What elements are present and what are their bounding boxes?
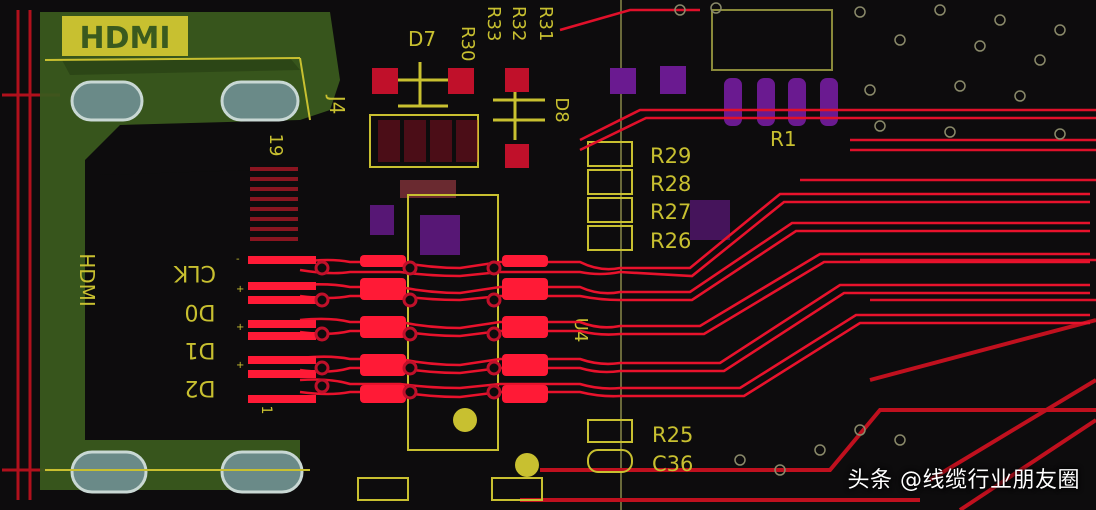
watermark: 头条 @线缆行业朋友圈: [847, 468, 1080, 493]
pair-label-d0: D0: [185, 299, 216, 324]
ic-pin1-marker: [453, 408, 477, 432]
pin-number-top: 19: [265, 134, 286, 157]
board-edge-traces: [2, 10, 60, 500]
hdmi-logo-text: HDMI: [79, 21, 170, 56]
pair-label-clk: CLK: [173, 260, 216, 285]
svg-text:+: +: [236, 322, 244, 333]
mounting-pads: [70, 80, 304, 494]
diode-label-d8: D8: [551, 97, 572, 122]
pin-marks: - + + +: [236, 254, 244, 371]
resistor-label-r25: R25: [652, 423, 693, 447]
resistor-label-r27: R27: [650, 200, 691, 224]
mount-pad: [70, 80, 144, 122]
pair-label-d1: D1: [185, 337, 216, 362]
capacitor-label-c36: C36: [652, 452, 693, 476]
pin-number-bottom: 1: [258, 406, 274, 415]
differential-pairs: [299, 192, 1090, 399]
via-marker: [515, 453, 539, 477]
resistor-label-r29: R29: [650, 144, 691, 168]
mount-pad: [220, 450, 304, 494]
connector-outline: [44, 57, 311, 471]
resistor-label-r33: R33: [483, 6, 504, 41]
mount-pad: [220, 80, 300, 122]
small-vias: [674, 2, 1066, 476]
hdmi-logo: HDMI: [62, 16, 188, 56]
connector-ground-pour: [40, 12, 340, 490]
svg-text:+: +: [236, 360, 244, 371]
resistor-pack-label: R1: [770, 127, 797, 151]
connector-signal-pads: [248, 256, 316, 403]
purple-pads: [370, 66, 838, 255]
outgoing-traces-upper: [559, 8, 1096, 302]
pair-label-d2: D2: [185, 375, 216, 400]
pair-labels: CLK D0 D1 D2: [173, 260, 216, 400]
mount-pad: [70, 450, 148, 494]
ic-outline-top-right: [711, 9, 833, 71]
bottom-components: [357, 419, 633, 501]
svg-text:-: -: [236, 254, 240, 265]
outgoing-traces-lower: [520, 318, 1096, 510]
resistor-label-r28: R28: [650, 172, 691, 196]
vias: [314, 260, 502, 400]
esd-pads-left: [360, 255, 406, 403]
resistor-label-r32: R32: [508, 6, 529, 41]
resistor-label-r30: R30: [457, 26, 478, 61]
esd-pads-right: [502, 255, 548, 403]
connector-body-label: HDMI: [75, 253, 99, 307]
resistor-label-r26: R26: [650, 229, 691, 253]
svg-text:+: +: [236, 284, 244, 295]
resistor-column: [587, 141, 633, 251]
resistor-label-r31: R31: [535, 6, 556, 41]
connector-ref-label: J4: [325, 94, 349, 115]
connector-fine-pins: [250, 167, 298, 241]
diode-label-d7: D7: [408, 27, 436, 51]
top-components: [369, 62, 545, 198]
